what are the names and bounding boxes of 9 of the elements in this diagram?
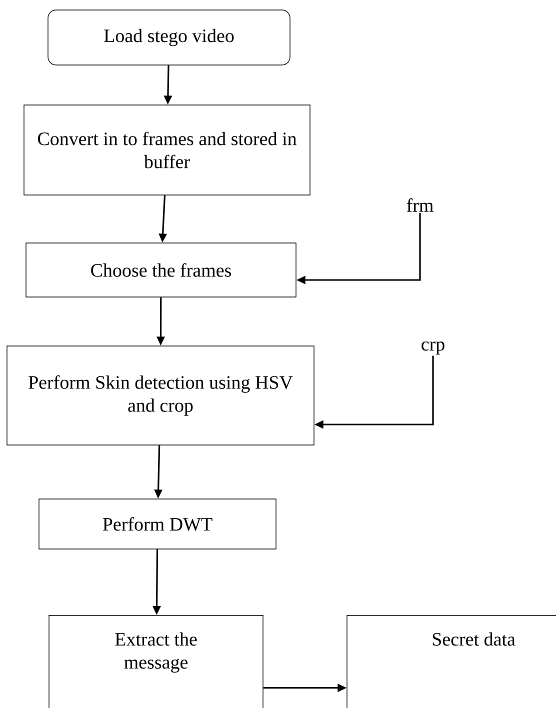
input-label: crp: [422, 342, 444, 354]
process-box: Perform Skin detection using HSV and crop: [6, 346, 314, 446]
process-box: Extract the message: [48, 615, 264, 708]
start-box: Load stego video: [48, 10, 290, 66]
process-box: Choose the frames: [26, 242, 296, 298]
process-box: Perform DWT: [38, 498, 276, 550]
input-label: frm: [406, 198, 434, 212]
process-box: Convert in to frames and stored in buffer: [24, 104, 310, 196]
process-box: Secret data: [346, 615, 556, 708]
